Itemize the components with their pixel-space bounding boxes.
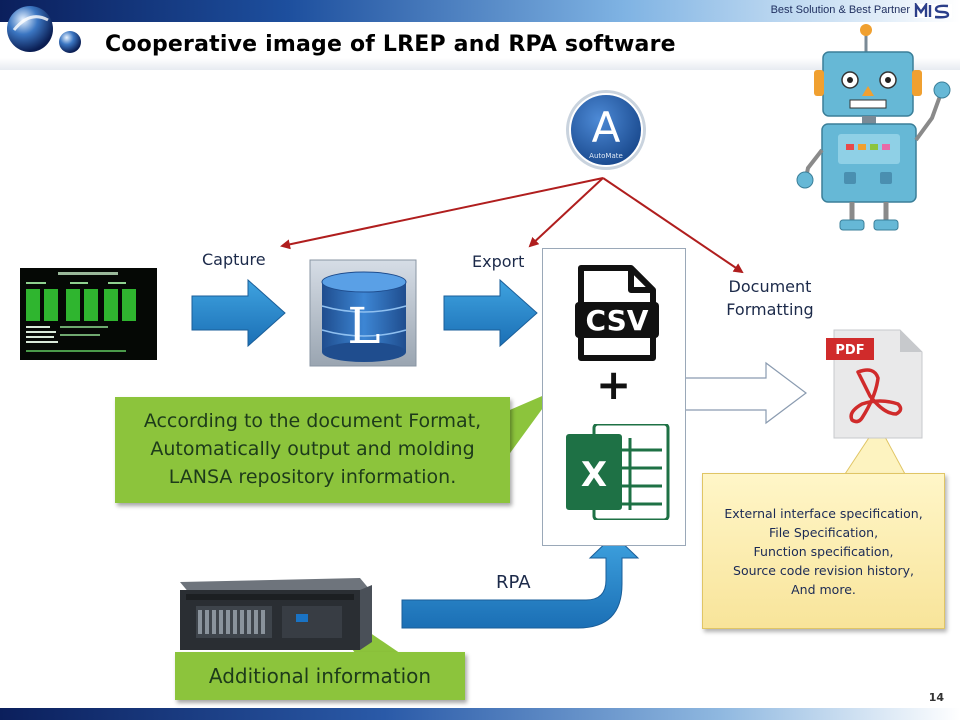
- automate-arrows: [280, 177, 744, 274]
- company-logo: [914, 3, 952, 19]
- globe-logo-icon: [7, 6, 81, 53]
- document-formatting-line1: Document: [728, 277, 812, 296]
- capture-label: Capture: [202, 250, 266, 269]
- tagline: Best Solution & Best Partner: [770, 4, 910, 16]
- server-icon: [180, 578, 372, 650]
- output-item: Source code revision history,: [733, 563, 914, 578]
- lansa-note-line2: Automatically output and molding: [150, 438, 475, 460]
- top-banner: [0, 0, 960, 22]
- output-item: And more.: [791, 582, 856, 597]
- excel-letter: X: [581, 455, 607, 495]
- title-band: [0, 22, 960, 70]
- page-title: Cooperative image of LREP and RPA softwa…: [105, 32, 676, 57]
- additional-info-box: Additional information: [175, 652, 465, 700]
- lansa-note: According to the document Format, Automa…: [115, 397, 510, 503]
- outputs-note: External interface specification, File S…: [702, 473, 945, 629]
- robot-icon: [796, 24, 951, 231]
- terminal-screen-icon: [20, 268, 157, 360]
- lansa-note-line3: LANSA repository information.: [168, 466, 457, 488]
- pdf-file-icon: PDF: [826, 329, 923, 439]
- document-formatting-line2: Formatting: [726, 300, 814, 319]
- output-arrow: [684, 361, 807, 425]
- bottom-banner: [0, 708, 960, 720]
- arrow-to-capture: [280, 177, 604, 250]
- export-label: Export: [472, 252, 525, 271]
- automate-sub: AutoMate: [589, 152, 623, 160]
- lansa-database-icon: L: [309, 259, 417, 367]
- arrow-to-export: [528, 177, 604, 248]
- excel-file-icon: X: [566, 424, 670, 520]
- lansa-note-line1: According to the document Format,: [143, 410, 482, 432]
- rpa-label: RPA: [496, 572, 531, 593]
- arrow-to-formatting: [602, 177, 744, 274]
- output-item: Function specification,: [753, 544, 894, 559]
- csv-file-icon: CSV: [575, 265, 659, 361]
- export-arrow: [443, 278, 538, 348]
- output-item: External interface specification,: [724, 506, 923, 521]
- automate-logo-icon: A AutoMate: [566, 90, 646, 170]
- capture-arrow: [191, 278, 286, 348]
- rpa-arrow: [401, 534, 640, 629]
- automate-letter: A: [592, 103, 621, 152]
- output-item: File Specification,: [768, 525, 879, 540]
- lansa-letter: L: [347, 297, 380, 355]
- plus-sign: +: [596, 360, 632, 409]
- document-formatting-label: Document Formatting: [724, 275, 816, 321]
- csv-label: CSV: [586, 304, 649, 337]
- pdf-label: PDF: [835, 343, 864, 358]
- page-number: 14: [928, 691, 944, 704]
